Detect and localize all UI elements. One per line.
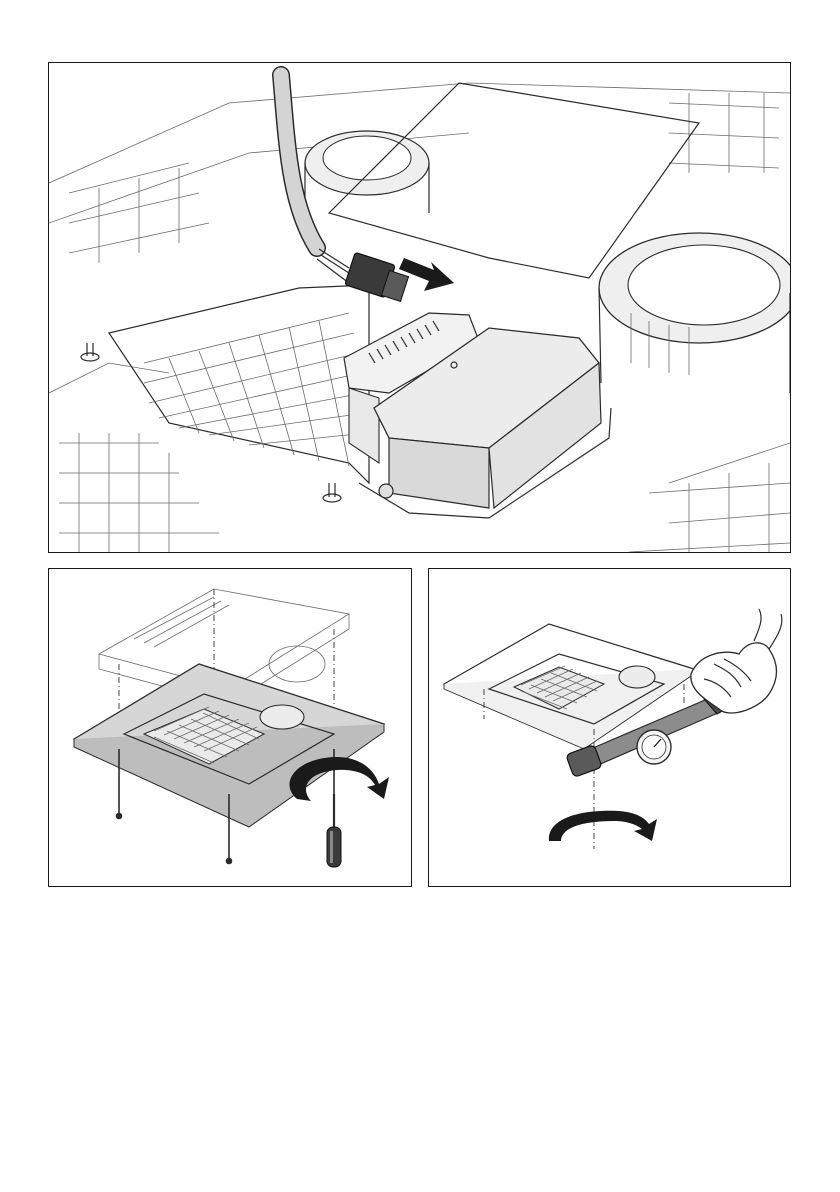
illustration-plate-screwing [49,569,411,886]
duct-collar-small [305,131,429,213]
arrow-right-icon [399,258,454,291]
screwdriver-icon[interactable] [327,794,341,867]
connector-icon[interactable] [345,252,409,301]
tray-outline [109,285,369,483]
figure-torque-wrench [428,568,791,887]
duct-collar-large [599,233,790,393]
rotate-clockwise-icon [549,811,657,841]
figure-connector-disconnect [48,62,791,553]
figure-screw-plate [48,568,412,887]
illustration-torque-wrench [429,569,790,886]
illustration-ceiling-unit [49,63,790,552]
hand-icon [691,609,782,713]
housing-grid-left [59,163,219,552]
tray-grille [144,313,367,466]
